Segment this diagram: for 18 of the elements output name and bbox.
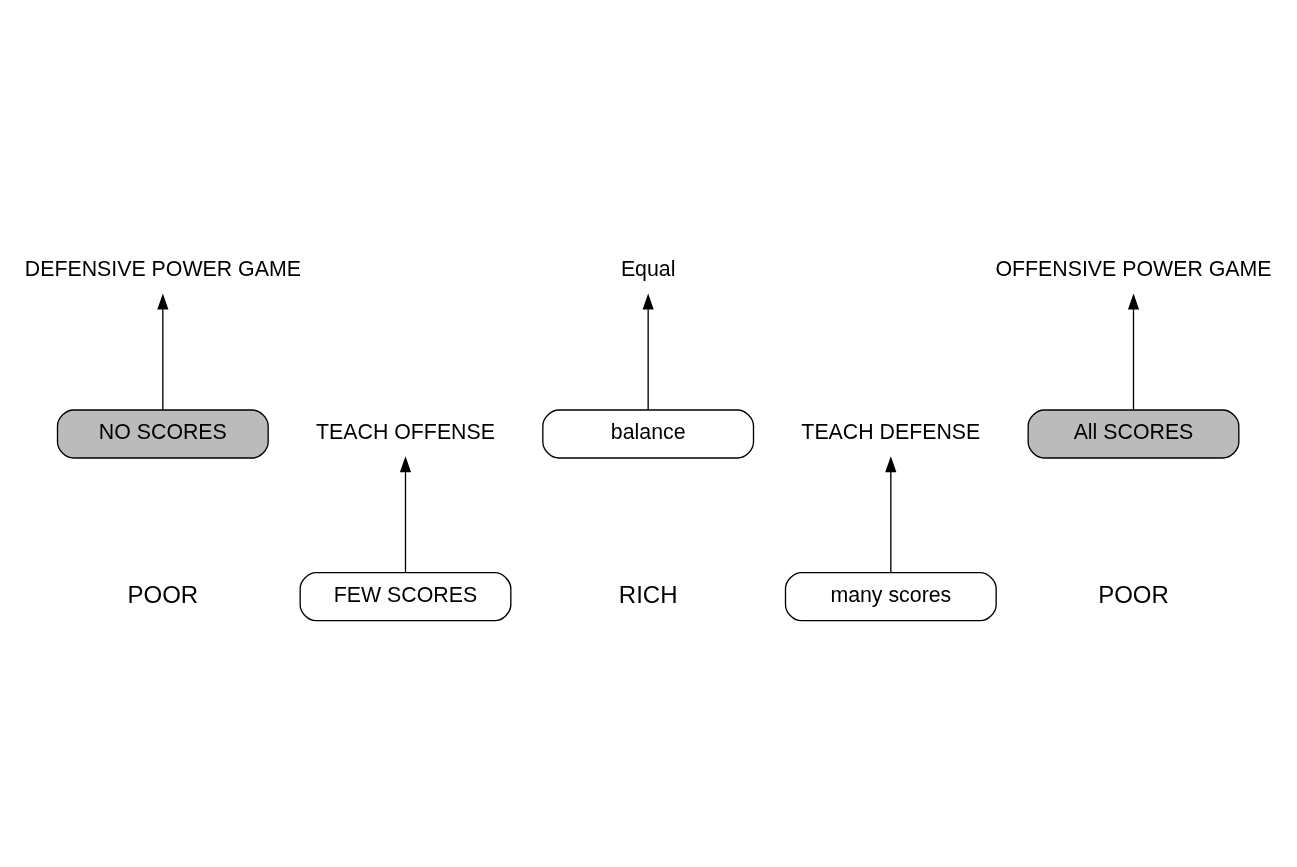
- node-box: All SCORES: [1027, 408, 1240, 459]
- node-text: Equal: [620, 256, 676, 281]
- node-box: many scores: [784, 571, 997, 621]
- arrow: [399, 455, 412, 573]
- label: POOR: [1098, 580, 1169, 608]
- arrow: [157, 293, 169, 410]
- node-box: balance: [542, 408, 755, 459]
- arrow: [1127, 293, 1140, 410]
- label: RICH: [618, 580, 678, 608]
- node-text: TEACH OFFENSE: [316, 419, 495, 444]
- node-text: DEFENSIVE POWER GAME: [24, 256, 301, 281]
- node-box: NO SCORES: [56, 408, 269, 459]
- arrow: [642, 293, 654, 410]
- node-text: TEACH DEFENSE: [801, 419, 981, 444]
- arrow: [885, 455, 897, 573]
- node-text: OFFENSIVE POWER GAME: [995, 256, 1272, 281]
- label: POOR: [127, 580, 199, 608]
- node-box: FEW SCORES: [299, 571, 512, 621]
